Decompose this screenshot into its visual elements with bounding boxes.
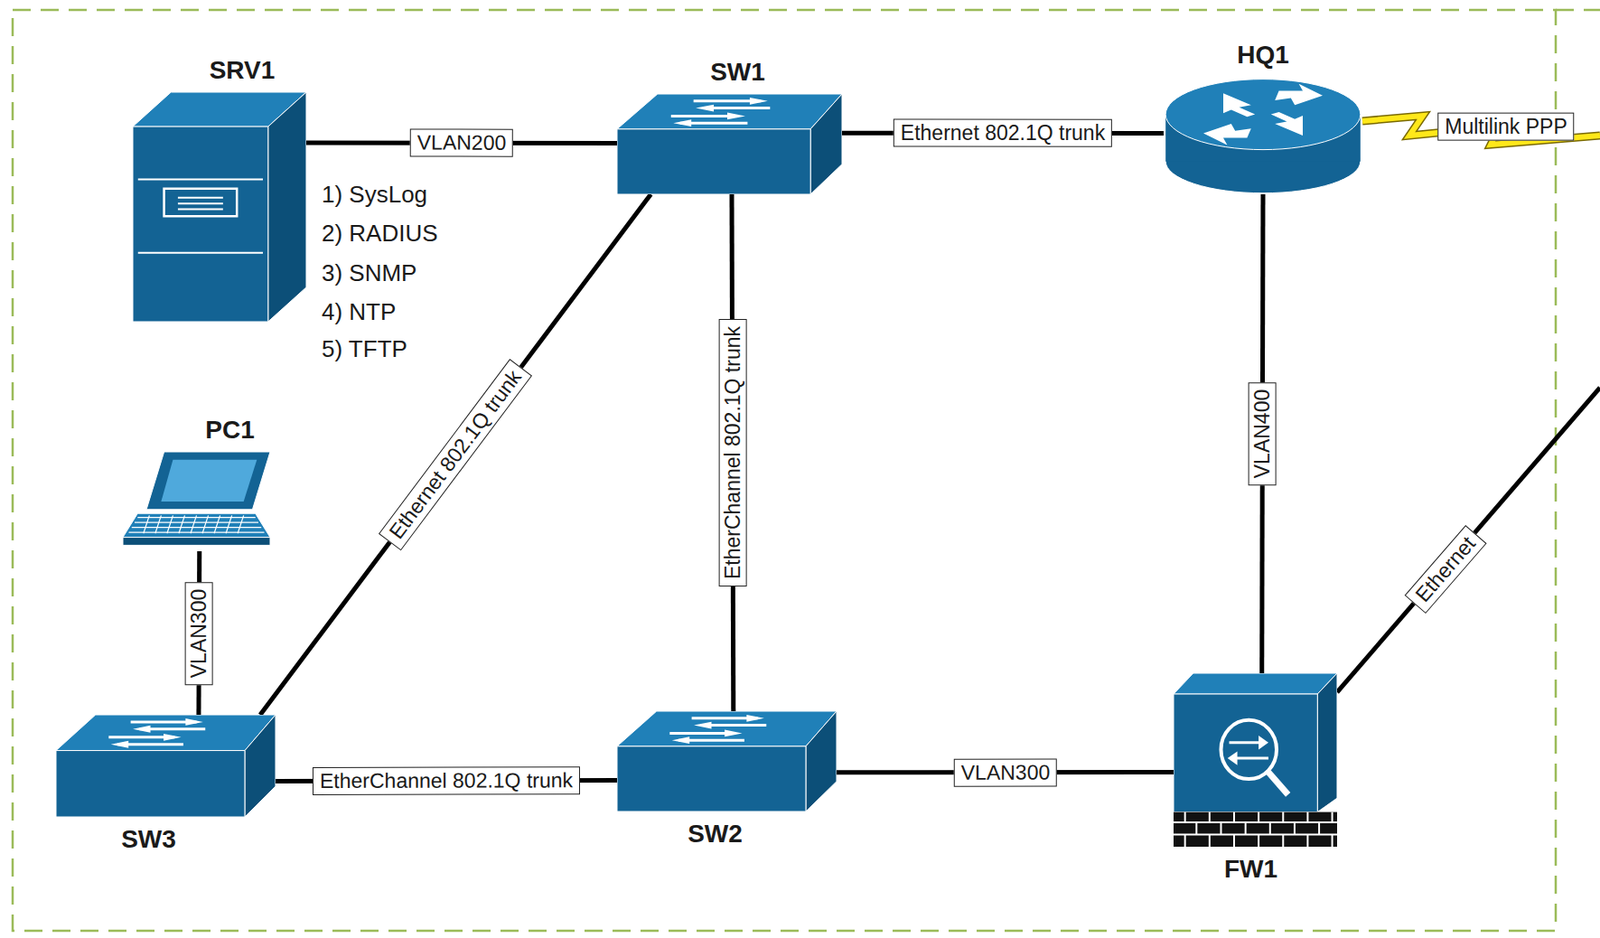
link-label: Ethernet 802.1Q trunk <box>893 119 1113 148</box>
service-item: 5) TFTP <box>321 335 408 364</box>
device-name: FW1 <box>1224 855 1278 884</box>
network-link <box>260 194 651 715</box>
zone-border <box>12 9 1556 931</box>
service-item: 4) NTP <box>321 298 396 327</box>
link-label: Multilink PPP <box>1437 112 1574 141</box>
switch-icon-graphic <box>56 714 276 817</box>
device-name: SW3 <box>121 825 177 854</box>
service-item: 2) RADIUS <box>321 219 439 248</box>
server-icon: SRV1 <box>132 92 307 322</box>
link-label: VLAN300 <box>185 580 214 684</box>
firewall-icon-graphic <box>1173 673 1338 847</box>
link-label: Ethernet <box>1404 524 1488 614</box>
firewall-icon: FW1 <box>1173 673 1338 847</box>
service-item: 3) SNMP <box>321 259 417 288</box>
device-name: PC1 <box>205 416 254 445</box>
switch-icon: SW3 <box>56 714 276 817</box>
device-name: HQ1 <box>1236 41 1290 70</box>
switch-icon: SW1 <box>617 93 843 195</box>
zone-border-continuation <box>1555 9 1600 12</box>
device-name: SRV1 <box>209 56 276 85</box>
device-name: SW1 <box>710 58 766 87</box>
link-label: EtherChannel 802.1Q trunk <box>719 318 748 587</box>
link-label: VLAN400 <box>1248 382 1277 486</box>
device-name: SW2 <box>687 820 743 849</box>
link-label: VLAN300 <box>953 757 1057 786</box>
switch-icon-graphic <box>617 711 837 812</box>
laptop-icon-graphic <box>122 451 271 552</box>
link-line <box>260 194 651 715</box>
ethernet-uplink <box>1337 387 1600 693</box>
laptop-icon: PC1 <box>122 451 271 552</box>
switch-icon: SW2 <box>617 711 837 812</box>
link-label: VLAN200 <box>410 129 515 158</box>
router-icon-graphic <box>1163 76 1363 195</box>
server-icon-graphic <box>132 92 307 322</box>
link-label: EtherChannel 802.1Q trunk <box>312 766 581 795</box>
router-icon: HQ1 <box>1163 76 1363 195</box>
service-item: 1) SysLog <box>321 180 428 209</box>
switch-icon-graphic <box>617 93 843 195</box>
link-label: Ethernet 802.1Q trunk <box>378 358 533 551</box>
